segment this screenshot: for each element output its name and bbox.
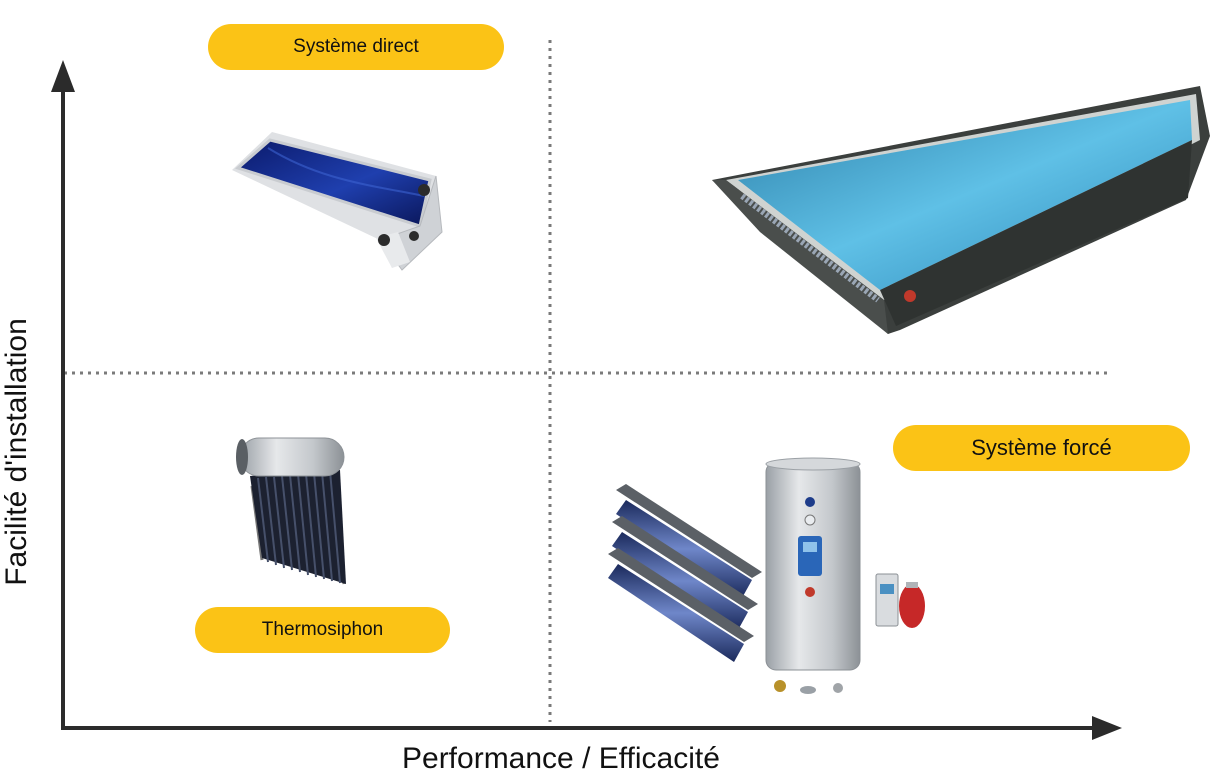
forced-system-kit-icon [608, 457, 925, 694]
y-axis-label: Facilité d'installation [0, 318, 33, 586]
thermosiphon-water-heater-icon [236, 437, 346, 585]
x-axis-label: Performance / Efficacité [402, 742, 720, 775]
label-systeme-direct-text: Système direct [293, 36, 419, 57]
label-thermosiphon-text: Thermosiphon [261, 619, 384, 640]
label-systeme-force: Système forcé [893, 425, 1190, 471]
label-thermosiphon: Thermosiphon [195, 607, 450, 653]
x-axis-arrowhead [1092, 716, 1122, 740]
label-systeme-direct: Système direct [208, 24, 504, 70]
large-flat-panel-collector-icon [712, 86, 1210, 334]
tilted-flat-collector-icon [232, 132, 443, 271]
y-axis-arrowhead [51, 60, 75, 92]
label-systeme-force-text: Système forcé [971, 435, 1112, 460]
